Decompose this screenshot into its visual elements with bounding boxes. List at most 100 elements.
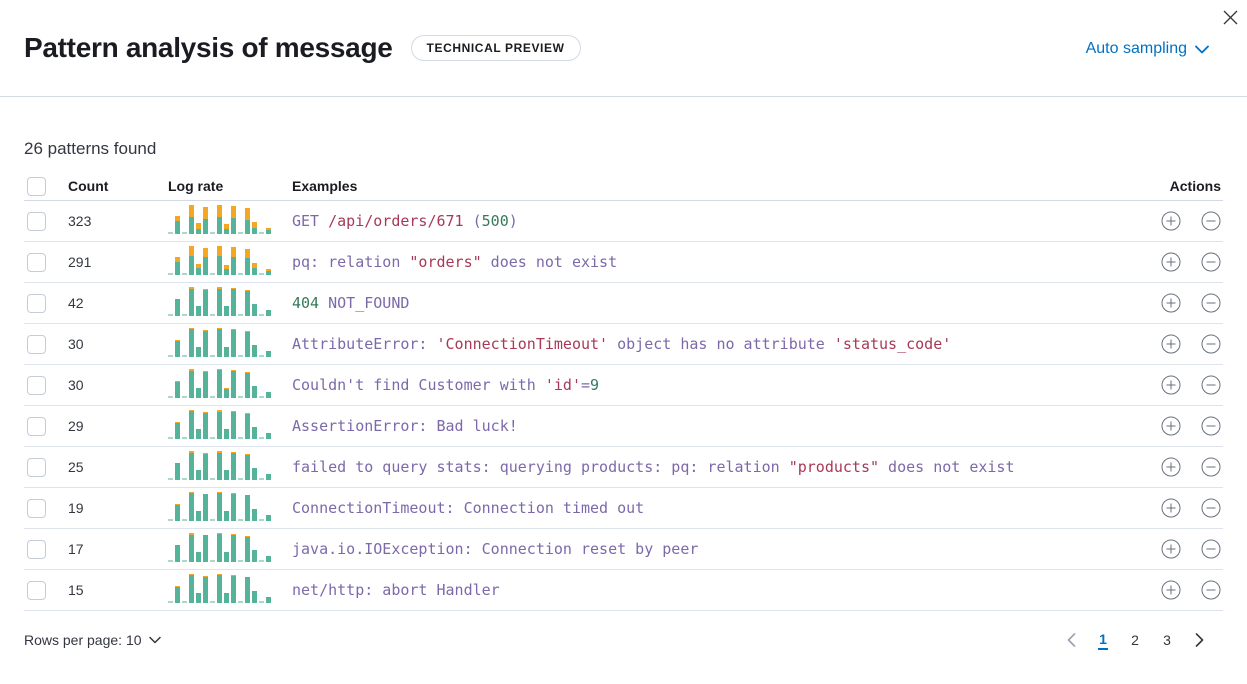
- plus-circle-icon: [1161, 211, 1181, 231]
- example-text: failed to query stats: querying products…: [292, 458, 1015, 476]
- close-button[interactable]: [1217, 4, 1243, 30]
- row-checkbox[interactable]: [27, 416, 46, 436]
- row-checkbox[interactable]: [27, 498, 46, 518]
- minus-circle-icon: [1201, 375, 1221, 395]
- row-count: 25: [68, 459, 84, 475]
- minus-circle-icon: [1201, 252, 1221, 272]
- table-row: 30 Couldn't find Customer with 'id'=9: [24, 365, 1223, 406]
- filter-in-pattern-button[interactable]: [1161, 457, 1181, 477]
- row-count: 30: [68, 377, 84, 393]
- plus-circle-icon: [1161, 293, 1181, 313]
- plus-circle-icon: [1161, 375, 1181, 395]
- row-count: 323: [68, 213, 92, 229]
- plus-circle-icon: [1161, 539, 1181, 559]
- minus-circle-icon: [1201, 498, 1221, 518]
- row-checkbox[interactable]: [27, 375, 46, 395]
- table-row: 291 pq: relation "orders" does not exist: [24, 242, 1223, 283]
- filter-out-pattern-button[interactable]: [1201, 498, 1221, 518]
- patterns-table: Count Log rate Examples Actions 323 GET …: [24, 172, 1223, 611]
- example-text: AttributeError: 'ConnectionTimeout' obje…: [292, 335, 952, 353]
- filter-in-pattern-button[interactable]: [1161, 334, 1181, 354]
- page-button-2[interactable]: 2: [1123, 628, 1147, 652]
- previous-page-button[interactable]: [1059, 628, 1083, 652]
- row-count: 291: [68, 254, 92, 270]
- example-text: net/http: abort Handler: [292, 581, 500, 599]
- row-checkbox[interactable]: [27, 293, 46, 313]
- minus-circle-icon: [1201, 416, 1221, 436]
- log-rate-sparkline: [168, 369, 272, 401]
- row-count: 19: [68, 500, 84, 516]
- sampling-dropdown[interactable]: Auto sampling: [1086, 40, 1209, 58]
- chevron-left-icon: [1067, 633, 1075, 647]
- rows-per-page-button[interactable]: Rows per page: 10: [24, 632, 161, 648]
- row-count: 17: [68, 541, 84, 557]
- log-rate-sparkline: [168, 533, 272, 565]
- minus-circle-icon: [1201, 293, 1221, 313]
- filter-out-pattern-button[interactable]: [1201, 334, 1221, 354]
- table-row: 323 GET /api/orders/671 (500): [24, 201, 1223, 242]
- row-checkbox[interactable]: [27, 211, 46, 231]
- row-checkbox[interactable]: [27, 580, 46, 600]
- chevron-right-icon: [1195, 633, 1203, 647]
- page-button-1[interactable]: 1: [1091, 628, 1115, 652]
- example-text: GET /api/orders/671 (500): [292, 212, 518, 230]
- log-rate-sparkline: [168, 410, 272, 442]
- chevron-down-icon: [1195, 45, 1209, 53]
- log-rate-sparkline: [168, 246, 272, 278]
- select-all-checkbox[interactable]: [27, 176, 46, 196]
- filter-in-pattern-button[interactable]: [1161, 375, 1181, 395]
- column-header-examples: Examples: [292, 178, 358, 194]
- filter-in-pattern-button[interactable]: [1161, 416, 1181, 436]
- table-header-row: Count Log rate Examples Actions: [24, 172, 1223, 201]
- row-checkbox[interactable]: [27, 252, 46, 272]
- log-rate-sparkline: [168, 205, 272, 237]
- table-row: 42 404 NOT_FOUND: [24, 283, 1223, 324]
- technical-preview-badge: TECHNICAL PREVIEW: [410, 35, 581, 61]
- minus-circle-icon: [1201, 580, 1221, 600]
- filter-in-pattern-button[interactable]: [1161, 211, 1181, 231]
- row-count: 15: [68, 582, 84, 598]
- filter-in-pattern-button[interactable]: [1161, 539, 1181, 559]
- column-header-count: Count: [68, 178, 109, 194]
- row-count: 30: [68, 336, 84, 352]
- row-checkbox[interactable]: [27, 334, 46, 354]
- rows-per-page-label: Rows per page: 10: [24, 632, 142, 648]
- filter-out-pattern-button[interactable]: [1201, 539, 1221, 559]
- example-text: java.io.IOException: Connection reset by…: [292, 540, 699, 558]
- filter-in-pattern-button[interactable]: [1161, 293, 1181, 313]
- filter-in-pattern-button[interactable]: [1161, 580, 1181, 600]
- page-button-3[interactable]: 3: [1155, 628, 1179, 652]
- flyout-header: Pattern analysis of message TECHNICAL PR…: [0, 0, 1247, 70]
- row-count: 29: [68, 418, 84, 434]
- page-title: Pattern analysis of message: [24, 32, 393, 63]
- minus-circle-icon: [1201, 211, 1221, 231]
- example-text: AssertionError: Bad luck!: [292, 417, 518, 435]
- filter-out-pattern-button[interactable]: [1201, 211, 1221, 231]
- row-checkbox[interactable]: [27, 539, 46, 559]
- log-rate-sparkline: [168, 451, 272, 483]
- row-count: 42: [68, 295, 84, 311]
- table-row: 19 ConnectionTimeout: Connection timed o…: [24, 488, 1223, 529]
- plus-circle-icon: [1161, 252, 1181, 272]
- filter-in-pattern-button[interactable]: [1161, 498, 1181, 518]
- filter-out-pattern-button[interactable]: [1201, 375, 1221, 395]
- plus-circle-icon: [1161, 416, 1181, 436]
- filter-out-pattern-button[interactable]: [1201, 416, 1221, 436]
- log-rate-sparkline: [168, 287, 272, 319]
- table-row: 25 failed to query stats: querying produ…: [24, 447, 1223, 488]
- example-text: pq: relation "orders" does not exist: [292, 253, 618, 271]
- next-page-button[interactable]: [1187, 628, 1211, 652]
- filter-in-pattern-button[interactable]: [1161, 252, 1181, 272]
- table-row: 29 AssertionError: Bad luck!: [24, 406, 1223, 447]
- filter-out-pattern-button[interactable]: [1201, 580, 1221, 600]
- row-checkbox[interactable]: [27, 457, 46, 477]
- log-rate-sparkline: [168, 328, 272, 360]
- filter-out-pattern-button[interactable]: [1201, 457, 1221, 477]
- close-icon: [1223, 10, 1237, 24]
- filter-out-pattern-button[interactable]: [1201, 252, 1221, 272]
- example-text: Couldn't find Customer with 'id'=9: [292, 376, 600, 394]
- filter-out-pattern-button[interactable]: [1201, 293, 1221, 313]
- plus-circle-icon: [1161, 580, 1181, 600]
